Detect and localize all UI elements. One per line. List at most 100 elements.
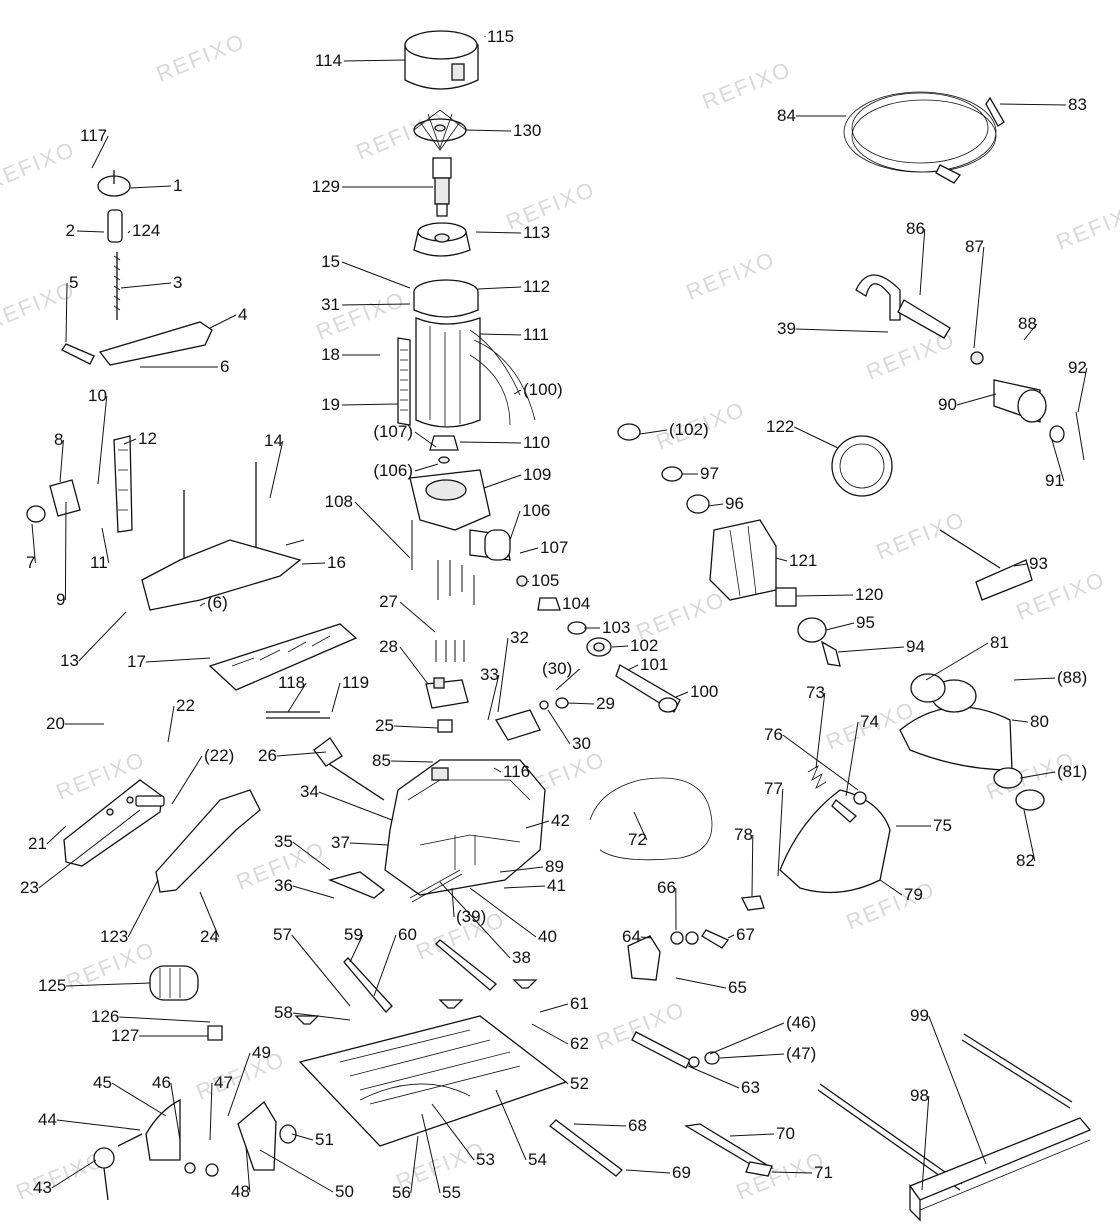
watermark-text: REFIXO [873, 506, 969, 564]
part-label: 50 [335, 1182, 354, 1201]
part-label: 13 [60, 651, 79, 670]
watermark-text: REFIXO [153, 28, 249, 86]
part-label: 16 [327, 553, 346, 572]
leader-line [1023, 809, 1036, 862]
leader-line [171, 755, 203, 805]
part-label: 53 [476, 1150, 495, 1169]
leader-line [292, 841, 331, 871]
leader-line [503, 885, 546, 889]
leader-line [390, 760, 434, 763]
part-label: (6) [207, 593, 228, 612]
part-label: 48 [231, 1182, 250, 1201]
part-label: 10 [88, 386, 107, 405]
part-label: 42 [551, 811, 570, 830]
part-number-labels: 11411513012911315112311111819(100)110(10… [20, 27, 1087, 1202]
part-label: 23 [20, 878, 39, 897]
part-label: 54 [528, 1150, 547, 1169]
part-label: 73 [806, 683, 825, 702]
leader-line [611, 645, 629, 648]
leader-line [59, 439, 64, 483]
leader-line [567, 702, 595, 705]
part-label: 75 [933, 816, 952, 835]
part-label: 82 [1016, 851, 1035, 870]
part-label: 130 [513, 121, 541, 140]
part-label: 49 [252, 1043, 271, 1062]
part-label: 17 [127, 652, 146, 671]
part-label: 27 [379, 592, 398, 611]
leader-line [777, 788, 784, 877]
part-label: (88) [1057, 668, 1087, 687]
leader-line [513, 389, 522, 395]
part-label: 58 [274, 1003, 293, 1022]
part-label: 93 [1029, 554, 1048, 573]
leader-line [775, 557, 788, 562]
leader-line [1051, 439, 1065, 482]
watermark-text: REFIXO [683, 246, 779, 304]
leader-line [483, 474, 522, 489]
leader-line [782, 734, 859, 791]
leader-line [1013, 563, 1028, 567]
part-label: 3 [173, 273, 182, 292]
part-label: 100 [690, 682, 718, 701]
leader-line [707, 503, 724, 507]
part-label: 35 [274, 832, 293, 851]
leader-line [845, 721, 859, 797]
leader-line [259, 1149, 334, 1193]
part-label: 69 [672, 1163, 691, 1182]
part-label: (47) [786, 1044, 816, 1063]
part-label: 41 [547, 876, 566, 895]
part-label: 76 [764, 725, 783, 744]
part-label: 118 [278, 673, 305, 692]
leader-line [91, 135, 109, 169]
part-label: 55 [442, 1183, 461, 1202]
part-label: 25 [375, 716, 394, 735]
part-label: 5 [69, 273, 78, 292]
part-label: 86 [906, 219, 925, 238]
leader-line [167, 705, 175, 743]
leader-line [495, 1089, 527, 1161]
part-label: (106) [373, 461, 413, 480]
part-label: 80 [1030, 712, 1049, 731]
leader-line [973, 246, 985, 349]
part-label: 8 [54, 430, 63, 449]
part-label: 36 [274, 876, 293, 895]
part-label: 32 [510, 628, 529, 647]
part-label: 24 [200, 927, 219, 946]
leader-line [519, 547, 539, 554]
leader-line [276, 751, 327, 757]
leader-line [51, 1159, 97, 1189]
part-label: 74 [860, 712, 879, 731]
leader-line [145, 657, 211, 663]
leader-line [410, 1135, 419, 1194]
part-label: 18 [321, 345, 340, 364]
part-label: 127 [111, 1026, 139, 1045]
leader-line [771, 1171, 813, 1174]
part-label: 34 [300, 782, 319, 801]
leader-line [640, 936, 653, 939]
leader-line [393, 725, 439, 729]
part-label: 117 [80, 126, 107, 145]
leader-line [127, 230, 131, 234]
watermark-text: REFIXO [593, 996, 689, 1054]
watermark-layer: REFIXOREFIXOREFIXOREFIXOREFIXOREFIXOREFI… [0, 28, 1120, 1204]
part-label: 98 [910, 1086, 929, 1105]
leader-line [539, 1003, 569, 1013]
part-label: 52 [570, 1074, 589, 1093]
leader-line [129, 185, 172, 189]
part-label: (100) [523, 380, 563, 399]
leader-line [751, 834, 754, 897]
leader-line [399, 601, 436, 633]
leader-line [38, 809, 141, 889]
leader-line [573, 1123, 627, 1127]
part-label: 114 [315, 51, 342, 70]
leader-line [555, 668, 580, 691]
leader-line [493, 767, 502, 773]
leader-line [477, 286, 522, 290]
part-label: 99 [910, 1006, 929, 1025]
part-label: 12 [138, 429, 157, 448]
leader-line [1023, 323, 1038, 341]
leader-line [127, 879, 159, 938]
part-label: 115 [487, 27, 514, 46]
leader-line [465, 129, 512, 132]
